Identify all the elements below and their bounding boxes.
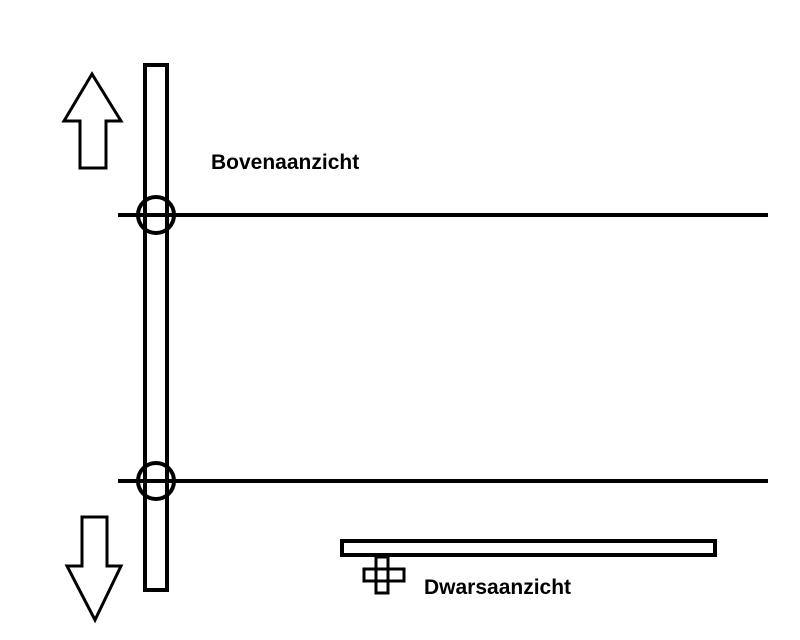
connection-circle-top [136,195,176,235]
arrow-up-icon [61,71,124,170]
connection-circle-bottom [136,461,176,501]
vertical-beam [143,63,169,592]
arrow-down-icon [64,515,124,624]
cross-section-label: Dwarsaanzicht [424,576,572,599]
top-view-label: Bovenaanzicht [211,151,360,174]
bolt-symbol [362,555,406,595]
cross-section-plate [340,539,717,557]
